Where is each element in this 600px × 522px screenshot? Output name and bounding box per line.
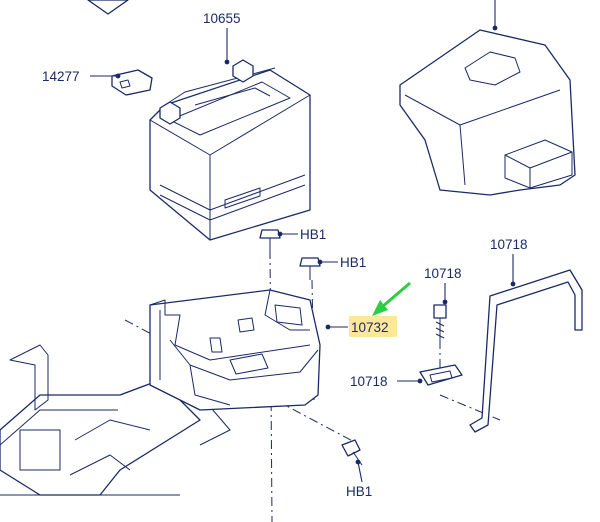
part-label-10732[interactable]: 10732 [351, 320, 389, 335]
battery [149, 59, 311, 241]
part-label-hb1-b[interactable]: HB1 [340, 255, 366, 270]
highlight-arrow [372, 281, 411, 316]
part-label-hb1-c[interactable]: HB1 [346, 484, 372, 499]
part-label-hb1-a[interactable]: HB1 [300, 227, 326, 242]
clip-14277 [111, 69, 153, 96]
battery-tray [149, 289, 321, 411]
part-label-10718-clamp[interactable]: 10718 [350, 374, 388, 389]
leader-lines [90, 0, 516, 483]
part-label-highlight [349, 316, 397, 337]
bolt-hb1-a [259, 229, 281, 258]
partial-part-top [87, 0, 129, 15]
part-label-14277[interactable]: 14277 [42, 69, 80, 84]
battery-cover [399, 29, 576, 196]
part-label-10655[interactable]: 10655 [203, 11, 241, 26]
part-label-10718-bolt[interactable]: 10718 [424, 266, 462, 281]
clamp-10718 [419, 364, 463, 386]
part-label-10718-strap[interactable]: 10718 [490, 237, 528, 252]
bolt-hb1-c [341, 439, 363, 466]
chassis-frame [0, 344, 231, 496]
bolt-10718 [433, 304, 447, 345]
strap-10718 [469, 269, 583, 433]
bolt-hb1-b [299, 257, 321, 280]
